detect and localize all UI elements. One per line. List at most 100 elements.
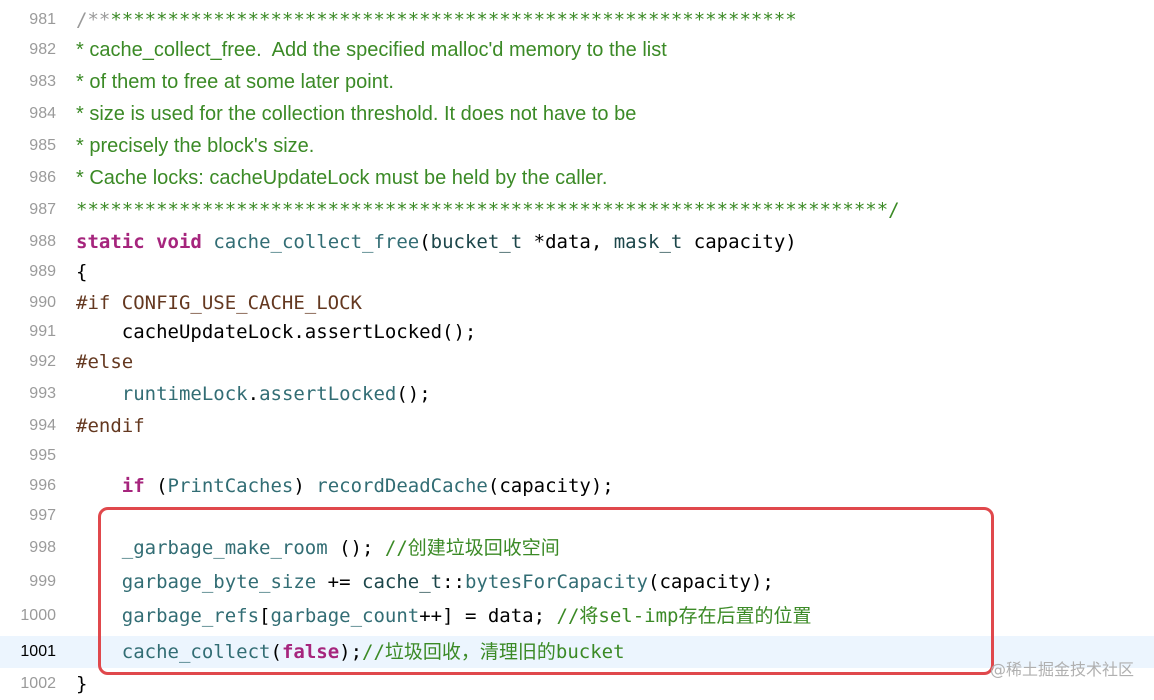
code-line[interactable]: 982 * cache_collect_free. Add the specifi…: [0, 34, 1154, 66]
line-number[interactable]: 999: [29, 573, 56, 590]
code-text: runtimeLock.assertLocked();: [76, 378, 431, 410]
code-token: cache_collect_free: [213, 231, 420, 253]
code-token: [145, 231, 156, 253]
code-token: (capacity);: [487, 475, 614, 497]
code-token: garbage_byte_size: [121, 571, 317, 593]
line-number[interactable]: 1002: [20, 675, 56, 692]
code-text: garbage_byte_size += cache_t::bytesForCa…: [76, 566, 774, 598]
code-text: * precisely the block's size.: [76, 135, 315, 157]
code-token: ): [293, 475, 317, 497]
line-number[interactable]: 984: [29, 105, 56, 122]
code-line[interactable]: 1001 cache_collect(false);//垃圾回收，清理旧的buc…: [0, 636, 1154, 668]
code-token: #if CONFIG_USE_CACHE_LOCK: [76, 292, 362, 314]
code-token: #else: [76, 351, 134, 373]
code-token: (capacity);: [648, 571, 774, 593]
line-number[interactable]: 982: [29, 41, 56, 58]
code-token: (: [270, 641, 282, 663]
line-number[interactable]: 1001: [20, 643, 56, 660]
watermark: @稀土掘金技术社区: [989, 660, 1134, 679]
code-text: {: [76, 256, 87, 288]
code-token: .: [247, 383, 260, 405]
code-token: runtimeLock: [121, 383, 248, 405]
code-line[interactable]: 986* Cache locks: cacheUpdateLock must b…: [0, 162, 1154, 194]
code-text: _garbage_make_room (); //创建垃圾回收空间: [76, 532, 560, 564]
code-token: [: [259, 605, 271, 627]
code-line[interactable]: 981 /************************************…: [0, 4, 1154, 36]
code-text: #else: [76, 346, 133, 378]
code-token: ();: [327, 537, 385, 559]
code-token: false: [281, 641, 340, 663]
code-text: cache_collect(false);//垃圾回收，清理旧的bucket: [76, 636, 625, 668]
code-token: {: [76, 261, 88, 283]
code-text: * of them to free at some later point.: [76, 71, 394, 93]
code-token: garbage_refs: [121, 605, 260, 627]
code-line[interactable]: 996 if (PrintCaches) recordDeadCache(cap…: [0, 470, 1154, 502]
code-token: recordDeadCache: [316, 475, 488, 497]
line-number[interactable]: 986: [29, 169, 56, 186]
line-number[interactable]: 989: [29, 263, 56, 280]
code-token: bucket_t: [430, 231, 523, 253]
line-number[interactable]: 983: [29, 73, 56, 90]
code-token: cacheUpdateLock.assertLocked();: [76, 321, 477, 343]
line-number[interactable]: 990: [29, 294, 56, 311]
code-token: static: [76, 231, 145, 253]
code-token: ::: [442, 571, 465, 593]
code-line[interactable]: 993 runtimeLock.assertLocked();: [0, 378, 1154, 410]
code-token: capacity): [682, 231, 797, 253]
code-line[interactable]: 985 * precisely the block's size.: [0, 130, 1154, 162]
code-token: void: [156, 231, 202, 253]
code-token: ****************************************…: [76, 199, 900, 221]
code-text: * size is used for the collection thresh…: [76, 103, 637, 125]
code-line[interactable]: 998 _garbage_make_room (); //创建垃圾回收空间: [0, 532, 1154, 564]
code-token: cache_t: [362, 571, 443, 593]
line-number[interactable]: 994: [29, 417, 56, 434]
code-line[interactable]: 989 {: [0, 256, 1154, 288]
code-text: #endif: [76, 410, 145, 442]
code-token: //将sel-imp存在后置的位置: [556, 605, 812, 627]
line-number[interactable]: 1000: [20, 607, 56, 624]
code-token: #endif: [76, 415, 145, 437]
code-token: [202, 231, 213, 253]
line-number[interactable]: 991: [29, 323, 56, 340]
code-token: +=: [316, 571, 362, 593]
line-number[interactable]: 985: [29, 137, 56, 154]
code-token: ++] = data;: [419, 605, 557, 627]
code-line[interactable]: 995: [0, 440, 1154, 472]
code-token: mask_t: [613, 231, 683, 253]
code-line[interactable]: 1000 garbage_refs[garbage_count++] = dat…: [0, 600, 1154, 632]
line-number[interactable]: 995: [29, 447, 56, 464]
code-token: garbage_count: [270, 605, 420, 627]
code-token: cache_collect: [121, 641, 271, 663]
line-number[interactable]: 987: [29, 201, 56, 218]
code-line[interactable]: 984 * size is used for the collection thr…: [0, 98, 1154, 130]
line-number[interactable]: 996: [29, 477, 56, 494]
code-text: ****************************************…: [76, 194, 900, 226]
code-token: }: [76, 673, 88, 695]
code-line[interactable]: 990 #if CONFIG_USE_CACHE_LOCK: [0, 287, 1154, 319]
code-token: //垃圾回收，清理旧的bucket: [362, 641, 625, 663]
line-number[interactable]: 997: [29, 507, 56, 524]
code-line[interactable]: 1002}: [0, 668, 1154, 700]
code-line[interactable]: 987 *************************************…: [0, 194, 1154, 226]
code-token: /**: [76, 9, 111, 31]
code-text: #if CONFIG_USE_CACHE_LOCK: [76, 287, 362, 319]
line-number[interactable]: 981: [29, 11, 56, 28]
code-line[interactable]: 994 #endif: [0, 410, 1154, 442]
code-line[interactable]: 992 #else: [0, 346, 1154, 378]
code-line[interactable]: 991 cacheUpdateLock.assertLocked();: [0, 316, 1154, 348]
code-token: assertLocked: [259, 383, 397, 405]
line-number[interactable]: 998: [29, 539, 56, 556]
code-text: }: [76, 668, 87, 700]
code-line[interactable]: 997: [0, 500, 1154, 532]
code-text: * cache_collect_free. Add the specified …: [76, 39, 667, 61]
code-token: PrintCaches: [167, 475, 294, 497]
line-number[interactable]: 988: [29, 233, 56, 250]
line-number[interactable]: 993: [29, 385, 56, 402]
code-line[interactable]: 983 * of them to free at some later point…: [0, 66, 1154, 98]
code-token: (: [144, 475, 168, 497]
code-line[interactable]: 999 garbage_byte_size += cache_t::bytesF…: [0, 566, 1154, 598]
line-number[interactable]: 992: [29, 353, 56, 370]
code-text: /***************************************…: [76, 4, 797, 36]
